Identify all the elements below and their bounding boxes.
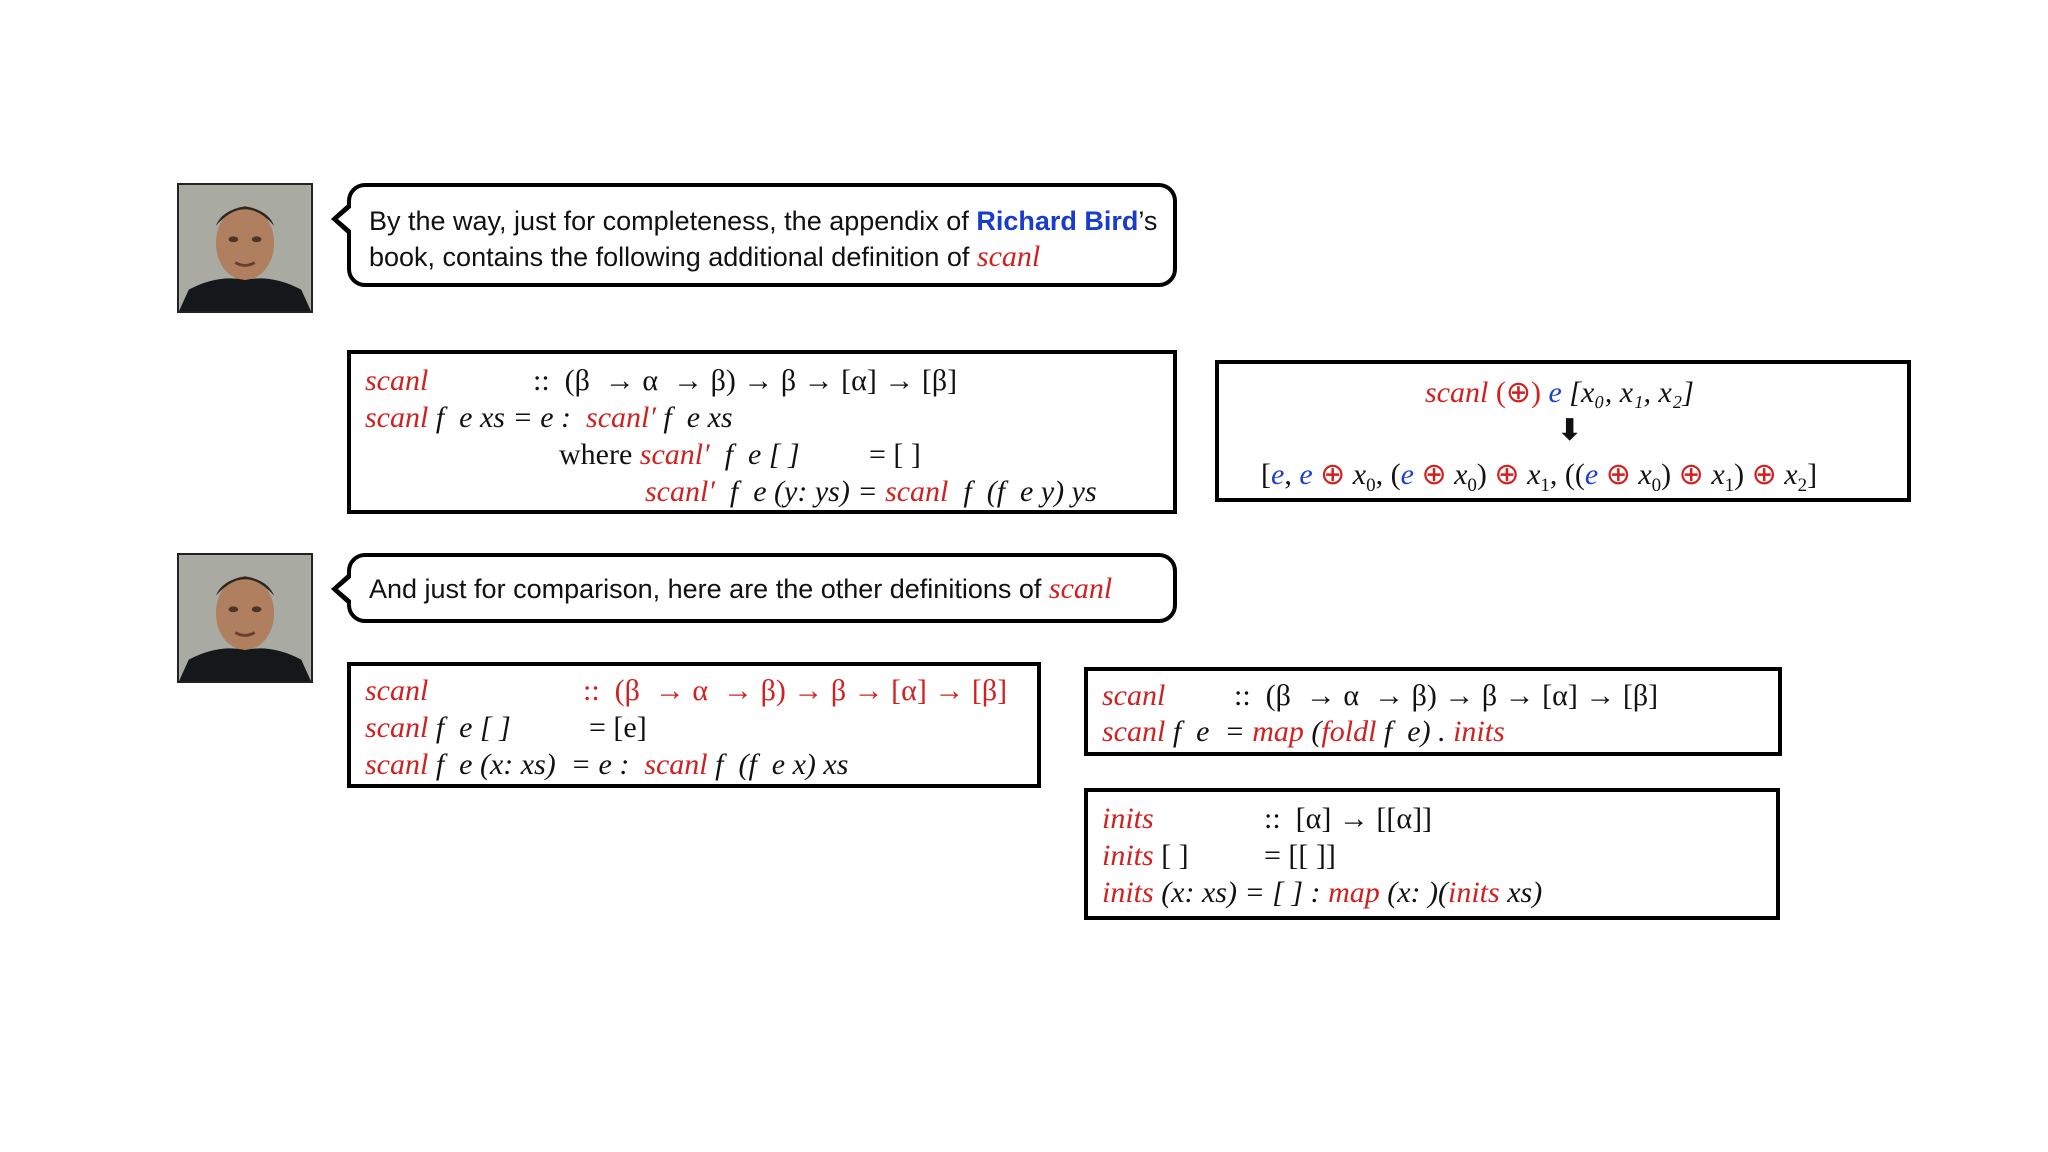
- def1-line-1: scanl: [365, 364, 429, 397]
- speech-bubble-1: By the way, just for completeness, the a…: [331, 183, 1177, 287]
- speaker-avatar-1: [177, 183, 313, 313]
- bubble-1-line-1: By the way, just for completeness, the a…: [369, 206, 1158, 236]
- speaker-avatar-2: [177, 553, 313, 683]
- person-photo-icon: [179, 555, 311, 681]
- arrow-down-icon: ⬇: [1557, 413, 1583, 448]
- richard-bird-name: Richard Bird: [976, 206, 1139, 236]
- example-result: [e, e ⊕ x0, (e ⊕ x0) ⊕ x1, ((e ⊕ x0) ⊕ x…: [1261, 458, 1818, 496]
- scanl-definition-recursive: scanl :: (β → α → β) → β → [α] → [β] sca…: [347, 662, 1041, 788]
- person-photo-icon: [179, 185, 311, 311]
- def1-line-4: scanl′ f e (y: ys) = scanl f (f e y) ys: [645, 475, 1097, 508]
- inits-definition: inits :: [α] → [[α]] inits [ ] = [[ ]] i…: [1084, 788, 1780, 920]
- example-expression: scanl (⊕) e [x₀, x₁, x₂]: [1425, 376, 1694, 409]
- speech-bubble-2: And just for comparison, here are the ot…: [331, 553, 1177, 623]
- bubble-1-line-2: book, contains the following additional …: [369, 240, 1041, 273]
- scanl-definition-appendix: scanl :: (β → α → β) → β → [α] → [β] sca…: [347, 350, 1177, 514]
- def1-line-2: scanl f e xs = e : scanl′ f e xs: [365, 401, 733, 434]
- scanl-example-box: scanl (⊕) e [x₀, x₁, x₂] ⬇ [e, e ⊕ x0, (…: [1215, 360, 1911, 502]
- bubble-2-text: And just for comparison, here are the ot…: [369, 572, 1113, 605]
- def1-line-3: where scanl′ f e [ ]: [559, 438, 800, 471]
- scanl-definition-map-foldl: scanl :: (β → α → β) → β → [α] → [β] sca…: [1084, 667, 1782, 756]
